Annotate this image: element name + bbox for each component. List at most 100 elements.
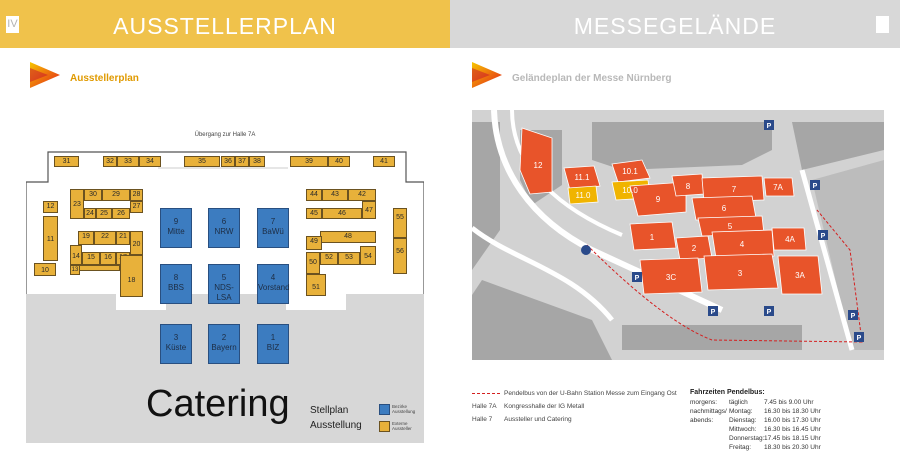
svg-text:P: P: [711, 309, 716, 316]
booth-35: 35: [184, 156, 220, 167]
legend-hall7-text: Aussteller und Catering: [504, 416, 572, 423]
map-hall-8: 8: [686, 182, 691, 191]
map-hall-5: 5: [728, 222, 733, 231]
legend-hall7a-text: Kongresshalle der IG Metall: [504, 403, 585, 410]
svg-text:P: P: [813, 183, 818, 190]
map-hall-3: 3: [738, 269, 743, 278]
booth-20: 20: [130, 231, 143, 255]
booth-41: 41: [373, 156, 395, 167]
booth-45: 45: [306, 208, 322, 219]
booth-53: 53: [338, 252, 360, 265]
right-brand-logo-icon: [472, 62, 502, 88]
legend-title-line2: Ausstellung: [310, 420, 362, 431]
booth-34: 34: [139, 156, 161, 167]
booth-24: 24: [84, 208, 96, 219]
passage-label: Übergang zur Halle 7A: [194, 132, 256, 138]
booth-54: 54: [360, 246, 376, 265]
booth-56: 56: [393, 238, 407, 274]
booth-18: 18: [120, 255, 143, 297]
shuttle-group-col: morgens: nachmittags/ abends:: [690, 399, 727, 424]
booth-23: 23: [70, 189, 84, 219]
legend-hall7-key: Halle 7: [472, 416, 493, 423]
map-hall-9: 9: [656, 195, 661, 204]
right-section-title: Geländeplan der Messe Nürnberg: [512, 73, 672, 84]
booth-25: 25: [96, 208, 112, 219]
svg-text:P: P: [635, 275, 640, 282]
right-header-bar: MESSEGELÄNDE: [450, 0, 900, 48]
legend-hall7a-key: Halle 7A: [472, 403, 497, 410]
legend-label-yellow: Externe Aussteller: [392, 421, 412, 431]
left-header-bar: IV AUSSTELLERPLAN: [0, 0, 450, 48]
booth-32: 32: [103, 156, 117, 167]
map-hall-4a: 4A: [785, 235, 795, 244]
left-page-title: AUSSTELLERPLAN: [113, 13, 337, 39]
map-hall-12: 12: [534, 161, 543, 170]
map-hall-7: 7: [732, 185, 737, 194]
right-page-title: MESSEGELÄNDE: [573, 13, 777, 39]
left-section-title: Ausstellerplan: [70, 73, 139, 84]
legend-swatch-yellow: [379, 421, 390, 432]
legend-title-line1: Stellplan: [310, 405, 349, 416]
booth-13: 13: [70, 265, 80, 275]
booth-26: 26: [112, 208, 130, 219]
map-hall-1: 1: [650, 233, 655, 242]
exhibition-floor-plan: Übergang zur Halle 7A 31 32 33 34 35 36 …: [26, 128, 424, 443]
booth-42: 42: [348, 189, 376, 201]
legend-label-blue: Bezirke Ausstellung: [392, 404, 416, 414]
booth-31: 31: [54, 156, 79, 167]
booth-30: 30: [84, 189, 102, 201]
shuttle-title: Fahrzeiten Pendelbus:: [690, 389, 765, 396]
booth-38: 38: [249, 156, 265, 167]
shuttle-time-col: 7.45 bis 9.00 Uhr 16.30 bis 18.30 Uhr 16…: [764, 399, 821, 451]
map-hall-6: 6: [722, 204, 727, 213]
booth-44: 44: [306, 189, 322, 201]
booth-40: 40: [328, 156, 350, 167]
map-hall-10-1: 10.1: [622, 167, 638, 176]
booth-39: 39: [290, 156, 328, 167]
map-hall-3a: 3A: [795, 271, 805, 280]
right-page-number: [876, 16, 889, 33]
booth-55: 55: [393, 208, 407, 238]
map-hall-2: 2: [692, 244, 697, 253]
booth-16: 16: [100, 252, 116, 265]
map-hall-4: 4: [740, 240, 745, 249]
map-hall-11-1: 11.1: [575, 173, 591, 182]
shuttle-day-col: täglich Montag: Dienstag: Mittwoch: Donn…: [729, 399, 765, 451]
booth-19: 19: [78, 231, 94, 245]
booth-52: 52: [320, 252, 338, 265]
booth-22: 22: [94, 231, 116, 245]
booth-48: 48: [320, 231, 376, 243]
svg-text:P: P: [851, 313, 856, 320]
booth-27: 27: [130, 201, 143, 213]
left-brand-logo-icon: [30, 62, 60, 88]
booth-12: 12: [43, 201, 58, 213]
booth-29: 29: [102, 189, 130, 201]
svg-text:P: P: [767, 309, 772, 316]
catering-label: Catering: [146, 383, 290, 425]
booth-36: 36: [221, 156, 235, 167]
booth-21: 21: [116, 231, 130, 245]
booth-43: 43: [322, 189, 348, 201]
booth-10: 10: [34, 263, 56, 276]
booth-37: 37: [235, 156, 249, 167]
booth-28: 28: [130, 189, 143, 201]
left-page-number: IV: [6, 16, 19, 33]
booth-47: 47: [362, 201, 376, 219]
map-hall-3c: 3C: [666, 273, 676, 282]
fairground-site-map: 12 11.1 11.0 10.1 10.0 9 8 7 7A 6 5 4 4A…: [472, 110, 884, 360]
booth-49: 49: [306, 236, 322, 250]
legend-shuttle-text: Pendelbus von der U-Bahn Station Messe z…: [504, 390, 677, 397]
map-hall-7a: 7A: [773, 183, 783, 192]
booth-50: 50: [306, 252, 320, 274]
svg-text:P: P: [821, 233, 826, 240]
shuttle-route-legend-line: [472, 393, 500, 394]
booth-11: 11: [43, 216, 58, 261]
